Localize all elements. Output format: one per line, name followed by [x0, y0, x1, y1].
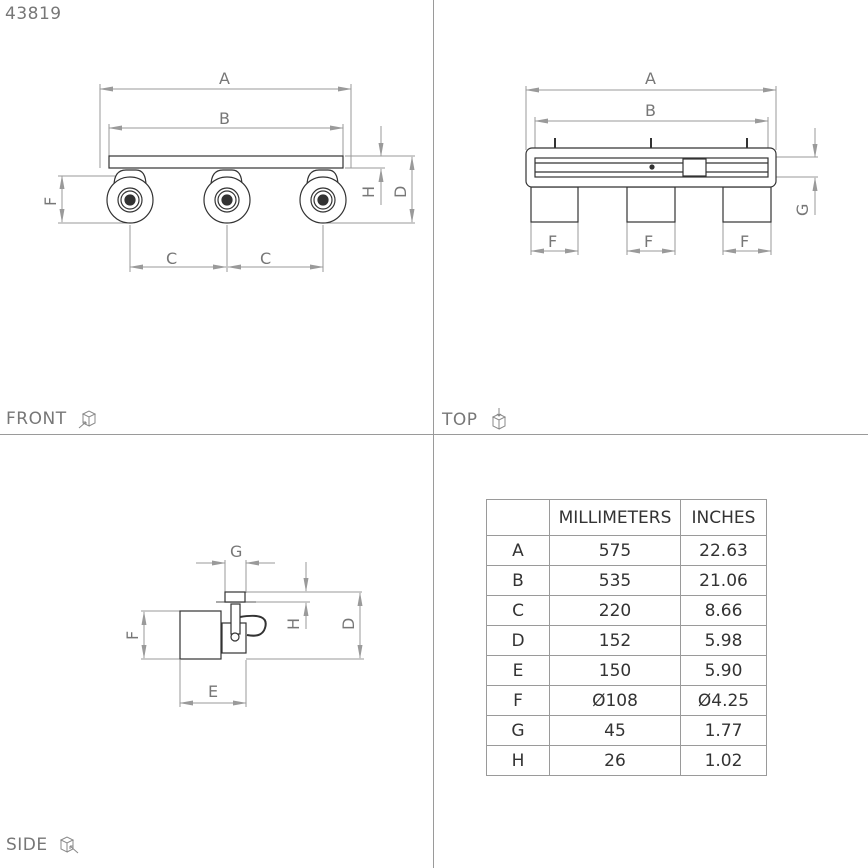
top-view-body	[525, 138, 777, 223]
svg-text:H: H	[284, 618, 303, 630]
front-view-label: FRONT	[6, 408, 99, 430]
svg-text:B: B	[219, 109, 230, 128]
row-mm: 152	[549, 625, 681, 656]
row-in: 1.02	[680, 745, 767, 776]
front-view-body	[106, 155, 347, 224]
svg-text:F: F	[41, 197, 60, 206]
side-view	[141, 560, 364, 707]
table-header-row: MILLIMETERS INCHES	[486, 499, 767, 536]
svg-text:F: F	[644, 232, 653, 251]
horizontal-divider	[0, 434, 868, 435]
row-key: E	[486, 655, 550, 686]
side-view-cube-icon	[59, 836, 78, 854]
row-mm: 575	[549, 535, 681, 566]
table-row: G 45 1.77	[486, 715, 767, 746]
front-view	[58, 84, 415, 272]
side-view-labels: G H D F E	[123, 542, 358, 701]
row-in: 8.66	[680, 595, 767, 626]
svg-text:F: F	[123, 631, 142, 640]
svg-text:F: F	[548, 232, 557, 251]
row-key: F	[486, 685, 550, 716]
svg-text:G: G	[793, 204, 812, 216]
table-row: D 152 5.98	[486, 625, 767, 656]
table-row: A 575 22.63	[486, 535, 767, 566]
svg-text:A: A	[219, 69, 230, 88]
svg-text:E: E	[208, 682, 218, 701]
header-key	[486, 499, 550, 536]
side-view-body	[179, 591, 267, 660]
row-key: D	[486, 625, 550, 656]
svg-text:B: B	[645, 101, 656, 120]
svg-text:D: D	[339, 618, 358, 630]
row-key: G	[486, 715, 550, 746]
table-row: C 220 8.66	[486, 595, 767, 626]
row-mm: Ø108	[549, 685, 681, 716]
row-mm: 535	[549, 565, 681, 596]
front-view-labels: A B C C H D F	[41, 69, 410, 268]
svg-text:C: C	[260, 249, 271, 268]
row-key: A	[486, 535, 550, 566]
row-mm: 45	[549, 715, 681, 746]
svg-text:D: D	[391, 186, 410, 198]
dimensions-table: MILLIMETERS INCHES A 575 22.63 B 535 21.…	[486, 499, 767, 776]
row-key: B	[486, 565, 550, 596]
top-view-label: TOP	[442, 408, 510, 432]
top-view-labels: A B F F F G	[548, 69, 812, 251]
side-view-label: SIDE	[6, 834, 82, 856]
header-millimeters: MILLIMETERS	[549, 499, 681, 536]
row-key: C	[486, 595, 550, 626]
table-row: F Ø108 Ø4.25	[486, 685, 767, 716]
row-mm: 220	[549, 595, 681, 626]
svg-text:G: G	[230, 542, 242, 561]
row-in: 5.98	[680, 625, 767, 656]
table-row: B 535 21.06	[486, 565, 767, 596]
top-view-label-text: TOP	[442, 410, 478, 430]
row-in: 1.77	[680, 715, 767, 746]
svg-text:C: C	[166, 249, 177, 268]
svg-text:A: A	[645, 69, 656, 88]
row-in: 21.06	[680, 565, 767, 596]
front-view-cube-icon	[78, 410, 96, 429]
header-inches: INCHES	[680, 499, 767, 536]
top-view-cube-icon	[491, 408, 506, 430]
product-code: 43819	[5, 4, 62, 24]
row-key: H	[486, 745, 550, 776]
table-row: H 26 1.02	[486, 745, 767, 776]
row-mm: 150	[549, 655, 681, 686]
row-in: Ø4.25	[680, 685, 767, 716]
row-in: 5.90	[680, 655, 767, 686]
row-in: 22.63	[680, 535, 767, 566]
table-row: E 150 5.90	[486, 655, 767, 686]
svg-text:F: F	[740, 232, 749, 251]
svg-text:H: H	[359, 186, 378, 198]
row-mm: 26	[549, 745, 681, 776]
side-view-label-text: SIDE	[6, 835, 48, 855]
front-view-label-text: FRONT	[6, 409, 67, 429]
